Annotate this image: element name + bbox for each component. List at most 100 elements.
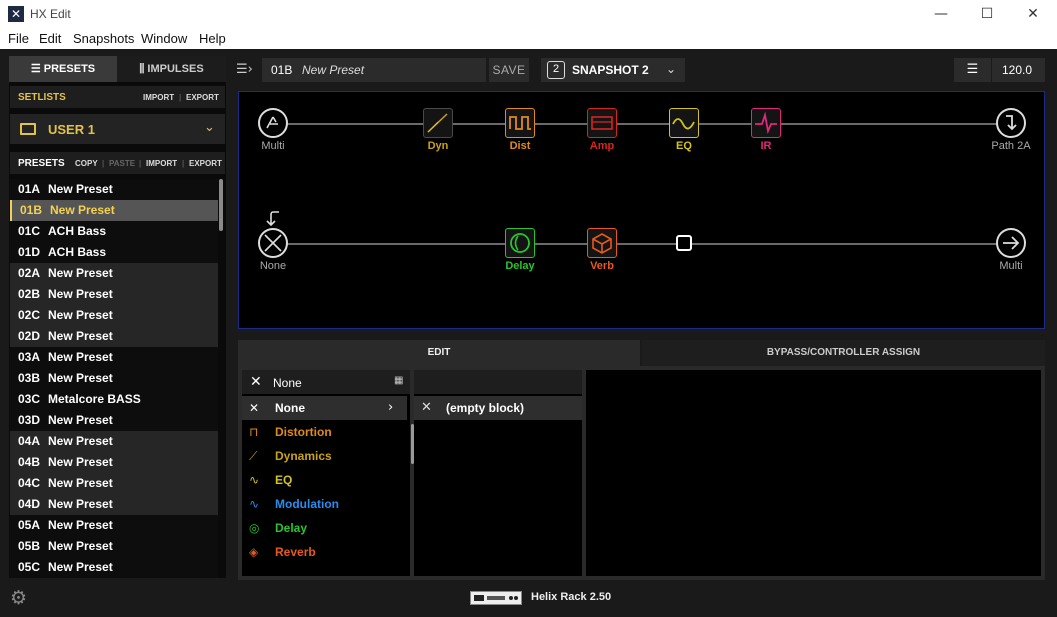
category-item[interactable]: ∿EQ — [242, 468, 407, 492]
preset-list-item[interactable]: 01D ACH Bass — [10, 242, 218, 263]
preset-list-scrollbar[interactable] — [219, 179, 223, 231]
category-item[interactable]: |||Pitch/Synth — [242, 564, 407, 570]
gear-icon[interactable]: ⚙ — [10, 587, 28, 609]
preset-code: 04C — [18, 476, 41, 490]
menu-bar: File Edit Snapshots Window Help — [0, 28, 1057, 49]
category-item[interactable]: ✕None› — [242, 396, 407, 420]
preset-number: 01B — [271, 63, 293, 77]
presets-export-button[interactable]: EXPORT — [189, 159, 222, 168]
tab-bypass-controller-assign[interactable]: BYPASS/CONTROLLER ASSIGN — [642, 340, 1045, 366]
presets-import-button[interactable]: IMPORT — [146, 159, 178, 168]
dynamics-block[interactable] — [423, 108, 453, 138]
tab-impulses[interactable]: ⫼ IMPULSES — [117, 56, 226, 82]
menu-edit[interactable]: Edit — [39, 31, 62, 46]
folder-icon — [20, 123, 36, 135]
category-item[interactable]: ⟋Dynamics — [242, 444, 407, 468]
preset-code: 02D — [18, 329, 41, 343]
preset-code: 01A — [18, 182, 41, 196]
category-icon: ✕ — [249, 401, 260, 415]
preset-name: Metalcore BASS — [48, 392, 141, 406]
category-item[interactable]: ◈Reverb — [242, 540, 407, 564]
menu-help[interactable]: Help — [199, 31, 226, 46]
preset-name: ACH Bass — [48, 245, 107, 259]
category-scrollbar[interactable] — [411, 424, 414, 464]
category-icon: ∿ — [249, 497, 260, 511]
maximize-button[interactable]: ☐ — [980, 6, 994, 22]
preset-code: 04B — [18, 455, 41, 469]
category-browser: ✕ None ▦ ✕None›⊓Distortion⟋Dynamics∿EQ∿M… — [242, 370, 414, 576]
ir-block[interactable] — [751, 108, 781, 138]
preset-name-field[interactable]: 01B New Preset — [262, 58, 486, 82]
reverb-block[interactable] — [587, 228, 617, 258]
setlist-dropdown[interactable]: USER 1 ⌄ — [10, 114, 225, 144]
selected-empty-block[interactable] — [676, 235, 692, 251]
device-name: Helix Rack 2.50 — [531, 591, 612, 603]
eq-block[interactable] — [669, 108, 699, 138]
tab-edit[interactable]: EDIT — [238, 340, 640, 366]
close-icon: ✕ — [421, 400, 432, 415]
preset-name[interactable]: New Preset — [302, 63, 365, 77]
preset-name: New Preset — [48, 371, 113, 385]
preset-code: 04D — [18, 497, 41, 511]
preset-code: 05A — [18, 518, 41, 532]
list-view-icon[interactable]: ☰ — [954, 58, 992, 82]
presets-paste-button[interactable]: PASTE — [109, 159, 136, 168]
distortion-block-label: Dist — [509, 140, 531, 152]
category-item[interactable]: ⊓Distortion — [242, 420, 407, 444]
preset-name: New Preset — [48, 476, 113, 490]
input-b-icon[interactable] — [258, 228, 288, 258]
tempo-control[interactable]: ☰ 120.0 — [954, 58, 1045, 82]
distortion-block[interactable] — [505, 108, 535, 138]
ir-block-label: IR — [760, 140, 772, 152]
delay-block[interactable] — [505, 228, 535, 258]
preset-code: 03B — [18, 371, 41, 385]
model-item[interactable]: ✕ (empty block) — [414, 396, 582, 420]
model-item-label: (empty block) — [446, 401, 525, 415]
reverb-block-label: Verb — [590, 260, 614, 272]
menu-snapshots[interactable]: Snapshots — [73, 31, 135, 46]
output-a-icon[interactable] — [996, 108, 1026, 138]
path-b-input-label: None — [259, 260, 287, 272]
setlists-import-button[interactable]: IMPORT — [143, 93, 175, 102]
setlists-export-button[interactable]: EXPORT — [186, 93, 219, 102]
menu-window[interactable]: Window — [141, 31, 188, 46]
preset-code: 01D — [18, 245, 41, 259]
presets-copy-button[interactable]: COPY — [75, 159, 98, 168]
category-icon: ⟋ — [249, 449, 258, 463]
save-button[interactable]: SAVE — [489, 58, 529, 82]
category-item[interactable]: ∿Modulation — [242, 492, 407, 516]
minimize-button[interactable]: — — [934, 6, 948, 22]
category-item[interactable]: ◎Delay — [242, 516, 407, 540]
output-b-icon[interactable] — [996, 228, 1026, 258]
preset-list-item[interactable]: 04C New Preset — [10, 473, 218, 494]
input-a-icon[interactable] — [258, 108, 288, 138]
preset-list-item[interactable]: 03B New Preset — [10, 368, 218, 389]
snapshot-dropdown[interactable]: 2 SNAPSHOT 2 ⌄ — [541, 58, 685, 82]
category-label: None — [275, 401, 305, 415]
preset-name: New Preset — [48, 539, 113, 553]
grid-view-icon[interactable]: ▦ — [394, 375, 404, 386]
preset-name: ACH Bass — [48, 224, 107, 238]
tab-presets[interactable]: ☰ PRESETS — [9, 56, 117, 82]
library-toggle-icon[interactable]: ☰› — [236, 62, 253, 77]
menu-file[interactable]: File — [8, 31, 29, 46]
tempo-value[interactable]: 120.0 — [1002, 63, 1033, 77]
amp-block[interactable] — [587, 108, 617, 138]
close-button[interactable]: ✕ — [1027, 6, 1039, 22]
